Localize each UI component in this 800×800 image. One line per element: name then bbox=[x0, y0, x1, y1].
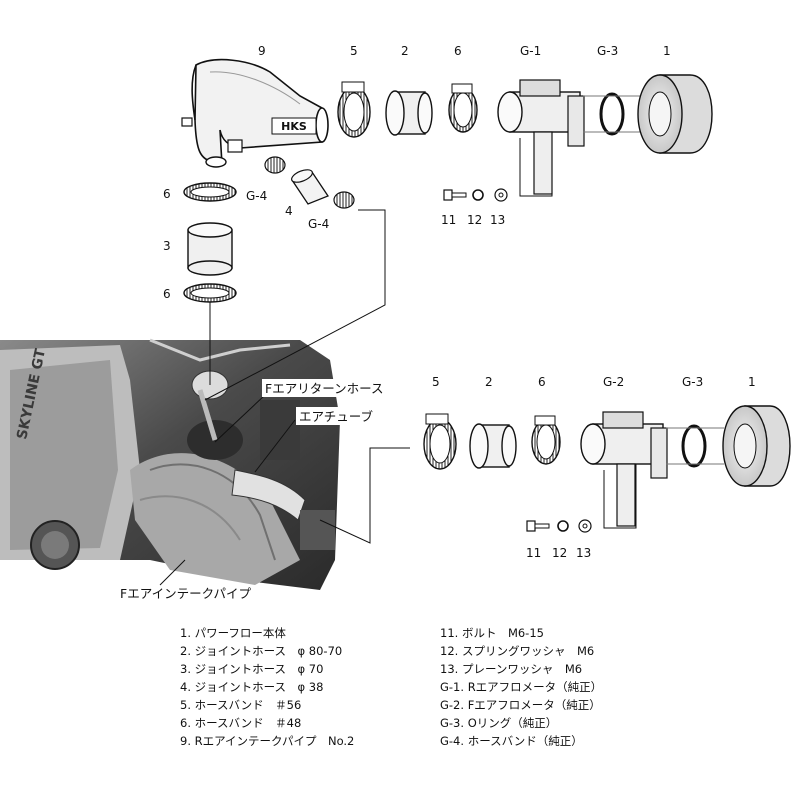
part-11-bolt-lower-row bbox=[526, 520, 550, 532]
label-5: 5 bbox=[350, 44, 358, 58]
label-11-lower: 11 bbox=[526, 546, 541, 560]
part-5-hose-band-lower-row bbox=[423, 413, 457, 470]
label-6-left-a: 6 bbox=[163, 187, 171, 201]
label-13: 13 bbox=[490, 213, 505, 227]
label-13-lower: 13 bbox=[576, 546, 591, 560]
callout-air-tube: エアチューブ bbox=[299, 409, 374, 424]
part-6-hose-band bbox=[448, 83, 478, 133]
label-g4-b: G-4 bbox=[308, 217, 329, 231]
part-2-joint-hose bbox=[385, 90, 433, 136]
part-12-spring-washer bbox=[472, 189, 484, 201]
label-1-lower: 1 bbox=[748, 375, 756, 389]
part-2-joint-hose-lower-row bbox=[469, 423, 517, 469]
label-5-lower: 5 bbox=[432, 375, 440, 389]
label-g3: G-3 bbox=[597, 44, 618, 58]
part-g3-o-ring bbox=[583, 92, 640, 136]
part-1-power-flow-lower-row bbox=[722, 405, 791, 487]
label-2-lower: 2 bbox=[485, 375, 493, 389]
part-11-bolt bbox=[443, 189, 467, 201]
part-6-hose-band-lower bbox=[183, 283, 237, 303]
label-12: 12 bbox=[467, 213, 482, 227]
label-g2: G-2 bbox=[603, 375, 624, 389]
part-1-power-flow bbox=[637, 74, 713, 154]
part-13-plain-washer-lower-row bbox=[578, 519, 592, 533]
part-4-joint-hose bbox=[291, 169, 329, 205]
engine-bay-photo: SKYLINE GT bbox=[0, 338, 340, 590]
part-g4-hose-band-b bbox=[333, 191, 355, 209]
label-9: 9 bbox=[258, 44, 266, 58]
label-12-lower: 12 bbox=[552, 546, 567, 560]
label-3: 3 bbox=[163, 239, 171, 253]
label-4: 4 bbox=[285, 204, 293, 218]
label-6-left-b: 6 bbox=[163, 287, 171, 301]
part-g2-f-air-flow-meter bbox=[580, 411, 668, 527]
part-g4-hose-band-a bbox=[264, 156, 286, 174]
label-6-lower: 6 bbox=[538, 375, 546, 389]
part-5-hose-band bbox=[337, 81, 371, 138]
part-g1-r-air-flow-meter bbox=[497, 79, 585, 195]
part-13-plain-washer bbox=[494, 188, 508, 202]
hks-logo: HKS bbox=[271, 117, 317, 135]
label-6: 6 bbox=[454, 44, 462, 58]
label-11: 11 bbox=[441, 213, 456, 227]
part-3-joint-hose bbox=[187, 222, 233, 276]
label-1: 1 bbox=[663, 44, 671, 58]
label-g4-a: G-4 bbox=[246, 189, 267, 203]
svg-text:HKS: HKS bbox=[281, 120, 307, 133]
label-g3-lower: G-3 bbox=[682, 375, 703, 389]
label-2: 2 bbox=[401, 44, 409, 58]
part-12-spring-washer-lower-row bbox=[557, 520, 569, 532]
part-9-r-intake-pipe: HKS bbox=[181, 58, 329, 168]
callout-f-air-return-hose: Fエアリターンホース bbox=[265, 381, 383, 396]
part-g3-o-ring-lower-row bbox=[666, 424, 724, 468]
label-g1: G-1 bbox=[520, 44, 541, 58]
part-6-hose-band-upper bbox=[183, 182, 237, 202]
part-6-hose-band-lower-row bbox=[531, 415, 561, 465]
callout-f-air-intake-pipe: Fエアインテークパイプ bbox=[120, 586, 251, 601]
